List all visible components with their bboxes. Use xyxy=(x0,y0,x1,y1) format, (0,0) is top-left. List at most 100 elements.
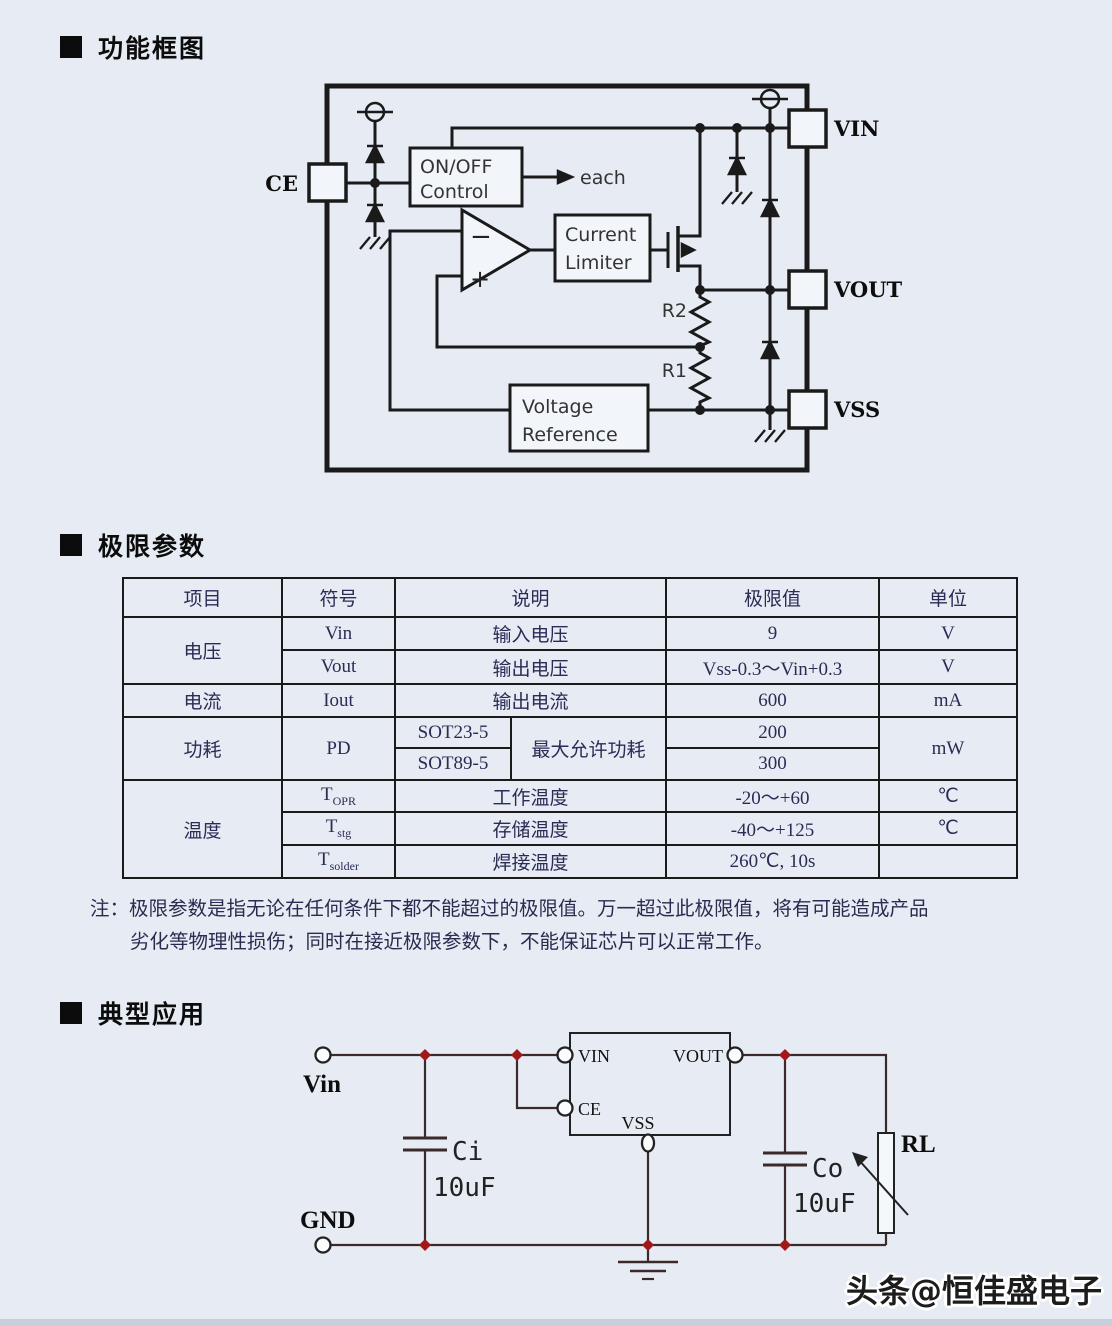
section-title-limits: 极限参数 xyxy=(98,532,207,561)
each-arrowhead xyxy=(556,169,576,185)
current-limiter-line2: Limiter xyxy=(565,252,632,274)
unit-tsolder xyxy=(878,844,1019,879)
rl-body xyxy=(877,1132,895,1234)
resistor-r1 xyxy=(687,347,713,410)
diode-icon xyxy=(364,143,386,164)
limit-vin: 9 xyxy=(665,616,881,651)
item-voltage: 电压 xyxy=(122,616,283,685)
load-resistor-rl xyxy=(852,1132,909,1234)
diode-icon xyxy=(759,197,781,218)
limits-note: 注：极限参数是指无论在任何条件下都不能超过的极限值。万一超过此极限值，将有可能造… xyxy=(90,893,1030,959)
symbol-vout: Vout xyxy=(281,649,396,685)
item-power: 功耗 xyxy=(122,716,283,781)
pin-label-vss: VSS xyxy=(833,397,880,422)
ic-pin-vss-label: VSS xyxy=(621,1113,654,1133)
junction-diamonds xyxy=(419,1049,791,1251)
table-row: 功耗 PD SOT23-5 最大允许功耗 200 mW xyxy=(122,716,1019,781)
watermark: 头条@恒佳盛电子 xyxy=(846,1272,1103,1310)
desc-vout: 输出电压 xyxy=(393,649,668,685)
desc-pd: 最大允许功耗 xyxy=(509,716,668,781)
onoff-control-block xyxy=(408,146,524,208)
desc-tstg: 存储温度 xyxy=(393,811,668,846)
unit-iout: mA xyxy=(878,683,1019,718)
table-row: 电压 Vin 输入电压 9 V xyxy=(122,616,1019,685)
package-sot23: SOT23-5 xyxy=(394,716,512,749)
col-header-symbol: 符号 xyxy=(281,577,396,618)
pin-squares xyxy=(307,108,828,430)
typical-application-circuit: Vin GND VIN CE VOUT VSS Ci 10uF Co 10uF … xyxy=(300,1032,936,1281)
table-row: 温度 TOPR 工作温度 -20～+60 ℃ xyxy=(122,779,1019,879)
ground-icons xyxy=(359,191,786,443)
col-header-item: 项目 xyxy=(122,577,283,618)
section-bullet-square xyxy=(60,534,82,556)
ic-pin-vss xyxy=(640,1133,656,1153)
block-diagram-wires xyxy=(324,83,810,473)
table-row: Tsolder 焊接温度 260℃, 10s xyxy=(123,844,1019,879)
section-title-block-diagram: 功能框图 xyxy=(98,34,207,63)
pin-label-ce: CE xyxy=(265,171,298,196)
symbol-vin: Vin xyxy=(281,616,396,651)
ic-pin-ce xyxy=(556,1099,574,1117)
ground-icon xyxy=(618,1260,678,1281)
each-label: each xyxy=(580,167,626,189)
limit-iout: 600 xyxy=(665,683,881,718)
symbol-iout: Iout xyxy=(281,683,396,718)
onoff-label-line2: Control xyxy=(420,181,489,203)
symbol-tsolder: Tsolder xyxy=(281,844,396,879)
section-block-diagram-header: 功能框图 xyxy=(60,29,206,65)
table-header-row: 项目 符号 说明 极限值 单位 xyxy=(122,577,1019,618)
unit-tstg: ℃ xyxy=(878,811,1019,846)
diode-icon xyxy=(364,202,386,223)
bottom-strip xyxy=(0,1319,1112,1326)
pin-square-ce xyxy=(307,162,348,203)
unit-pd: mW xyxy=(878,716,1019,781)
application-wires xyxy=(331,1053,888,1262)
functional-block-diagram: CE VIN VOUT VSS ON/OFF Control each Curr… xyxy=(265,83,903,473)
limit-pd-sot89: 300 xyxy=(665,747,881,781)
terminals xyxy=(314,1046,744,1254)
ci-label: Ci xyxy=(452,1137,483,1167)
desc-topr: 工作温度 xyxy=(393,779,668,813)
col-header-limit: 极限值 xyxy=(665,577,881,618)
error-amplifier xyxy=(460,207,533,293)
limits-table: 项目 符号 说明 极限值 单位 电压 Vin 输入电压 9 V Vout 输出电… xyxy=(122,577,1019,879)
col-header-description: 说明 xyxy=(393,577,668,618)
diode-icon xyxy=(759,339,781,360)
section-bullet-square xyxy=(60,1002,82,1024)
table-row: SOT89-5 300 xyxy=(123,747,1017,781)
onoff-label-line1: ON/OFF xyxy=(420,156,492,178)
ci-value: 10uF xyxy=(433,1173,496,1203)
limit-pd-sot23: 200 xyxy=(665,716,881,749)
esd-diodes xyxy=(364,143,781,360)
col-header-unit: 单位 xyxy=(878,577,1019,618)
rl-arrow-shaft xyxy=(857,1158,909,1216)
limit-tstg: -40～+125 xyxy=(665,811,881,846)
desc-tsolder: 焊接温度 xyxy=(393,844,668,879)
ground-icon xyxy=(359,236,391,250)
ic-pin-vout-label: VOUT xyxy=(673,1046,723,1066)
limits-note-line1: 注：极限参数是指无论在任何条件下都不能超过的极限值。万一超过此极限值，将有可能造… xyxy=(90,899,929,920)
desc-iout: 输出电流 xyxy=(393,683,668,718)
desc-vin: 输入电压 xyxy=(393,616,668,651)
ground-icon xyxy=(754,429,786,443)
table-row: Tstg 存储温度 -40～+125 ℃ xyxy=(123,811,1019,846)
section-title-application: 典型应用 xyxy=(98,1000,207,1029)
unit-vin: V xyxy=(878,616,1019,651)
vin-terminal xyxy=(314,1046,332,1064)
ic-pin-vout xyxy=(726,1046,744,1064)
mosfet-arrow xyxy=(680,241,697,259)
symbol-tstg: Tstg xyxy=(281,811,396,846)
limit-topr: -20～+60 xyxy=(665,779,881,813)
vin-label: Vin xyxy=(303,1071,341,1098)
ic-pin-vin xyxy=(556,1046,574,1064)
pin-label-vout: VOUT xyxy=(833,277,903,302)
unit-topr: ℃ xyxy=(878,779,1019,813)
symbol-pd: PD xyxy=(281,716,396,781)
limits-note-line2: 劣化等物理性损伤；同时在接近极限参数下，不能保证芯片可以正常工作。 xyxy=(130,932,774,954)
pin-square-vin xyxy=(787,108,828,149)
r2-label: R2 xyxy=(662,300,687,322)
voltage-reference-line2: Reference xyxy=(522,424,618,446)
resistor-r2 xyxy=(687,290,713,348)
voltage-reference-block xyxy=(508,383,650,453)
